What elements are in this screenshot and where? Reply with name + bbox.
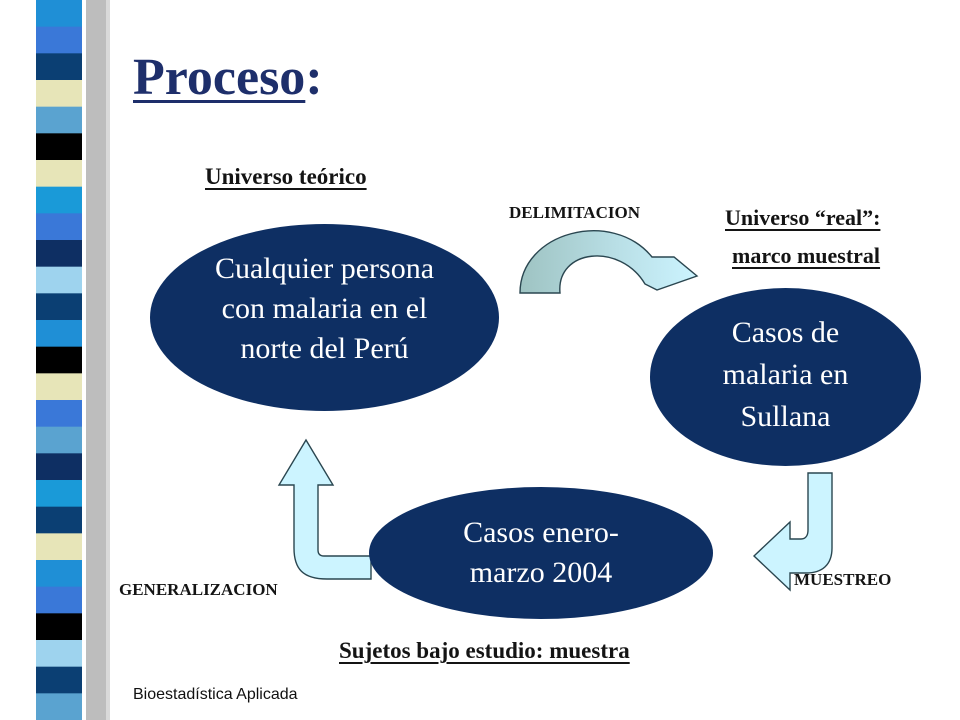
node-text-line: Sullana xyxy=(740,400,831,433)
node-universo-teorico-text: Cualquier persona con malaria en el nort… xyxy=(215,249,434,369)
node-universo-teorico: Cualquier persona con malaria en el nort… xyxy=(150,224,499,411)
stripe-block xyxy=(36,320,82,348)
stripe-block xyxy=(36,453,82,481)
label-muestreo: MUESTREO xyxy=(794,570,892,589)
stripe-block xyxy=(36,26,82,54)
node-text-line: Casos de xyxy=(731,316,840,349)
decorative-stripe-bar xyxy=(30,0,110,720)
node-text-line: norte del Perú xyxy=(240,331,409,365)
label-sujetos-muestra: Sujetos bajo estudio: muestra xyxy=(339,638,630,663)
label-generalizacion: GENERALIZACION xyxy=(119,580,278,599)
slide-title-text: Proceso xyxy=(133,49,306,106)
stripe-block xyxy=(36,0,82,28)
stripe-block xyxy=(36,666,82,694)
node-muestra-text: Casos enero- marzo 2004 xyxy=(463,513,619,593)
node-text-line: con malaria en el xyxy=(221,291,428,325)
stripe-block xyxy=(36,640,82,668)
stripe-block xyxy=(36,213,82,241)
label-delimitacion: DELIMITACION xyxy=(509,203,640,222)
node-text-line: Casos enero- xyxy=(463,516,619,549)
stripe-block xyxy=(36,480,82,508)
node-text-line: marzo 2004 xyxy=(469,556,613,589)
node-muestra: Casos enero- marzo 2004 xyxy=(369,487,713,619)
stripe-block xyxy=(36,613,82,641)
stripe-block xyxy=(36,53,82,81)
label-universo-real-line2: marco muestral xyxy=(732,243,881,268)
stripe-block xyxy=(36,186,82,214)
node-text-line: malaria en xyxy=(722,358,849,391)
stripe-block xyxy=(36,400,82,428)
stripe-block xyxy=(36,426,82,454)
footer-text: Bioestadística Aplicada xyxy=(133,686,298,703)
stripe-block xyxy=(36,80,82,108)
stripe-block xyxy=(36,693,82,720)
node-universo-real: Casos de malaria en Sullana xyxy=(650,288,921,466)
stripe-block xyxy=(36,133,82,161)
stripe-block xyxy=(36,586,82,614)
stripe-block xyxy=(36,106,82,134)
stripe-block xyxy=(36,293,82,321)
slide-title-colon: : xyxy=(305,49,323,106)
delimitacion-arrow xyxy=(519,230,699,294)
node-universo-real-text: Casos de malaria en Sullana xyxy=(723,312,849,438)
slide-title: Proceso: xyxy=(133,52,323,104)
label-universo-real-line1: Universo “real”: xyxy=(725,205,881,230)
stripe-block xyxy=(36,240,82,268)
stripe-block xyxy=(36,373,82,401)
stripe-block xyxy=(36,160,82,188)
label-universo-teorico: Universo teórico xyxy=(205,164,367,189)
stripe-block xyxy=(36,533,82,561)
stripe-block xyxy=(36,506,82,534)
stripe-block xyxy=(36,346,82,374)
stripe-block xyxy=(36,560,82,588)
stripe-block xyxy=(36,266,82,294)
node-text-line: Cualquier persona xyxy=(214,251,435,285)
generalizacion-arrow xyxy=(277,438,372,580)
